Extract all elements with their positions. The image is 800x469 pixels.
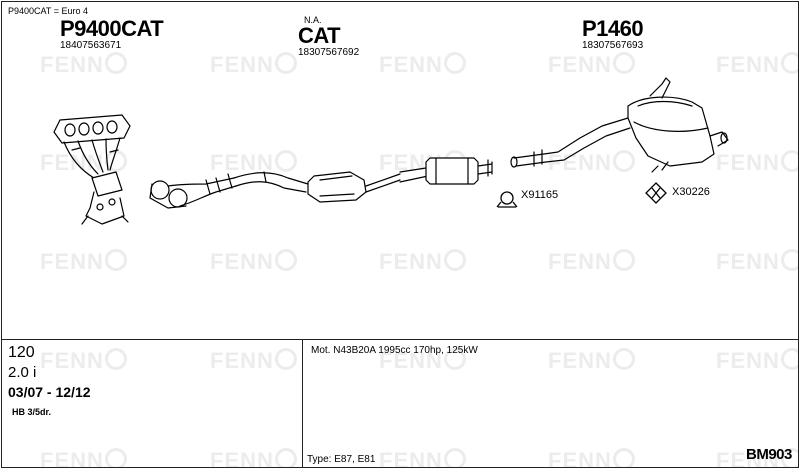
vehicle-engine: 2.0 i xyxy=(8,364,37,381)
info-divider-horizontal xyxy=(2,339,798,340)
exhaust-manifold-part[interactable] xyxy=(53,114,131,225)
part-number-cat[interactable]: CAT xyxy=(298,23,341,48)
watermark-logo: FENN xyxy=(210,249,297,275)
vehicle-years: 03/07 - 12/12 xyxy=(8,384,91,400)
watermark-logo: FENN xyxy=(379,448,466,467)
watermark-logo: FENN xyxy=(210,150,297,176)
watermark-logo: FENN xyxy=(548,249,635,275)
part-number-rear[interactable]: P1460 xyxy=(582,16,644,41)
watermark-logo: FENN xyxy=(716,150,798,176)
watermark-logo: FENN xyxy=(548,150,635,176)
oe-ref-rear: 18307567693 xyxy=(582,40,644,51)
euro-norm-note: P9400CAT = Euro 4 xyxy=(8,6,88,16)
watermark-logo: FENN xyxy=(210,448,297,467)
rear-silencer-part[interactable] xyxy=(510,77,729,173)
diagram-code: BM903 xyxy=(746,446,792,463)
part-number-manifold[interactable]: P9400CAT xyxy=(60,16,164,41)
watermark-logo: FENN xyxy=(210,52,297,78)
watermark-logo: FENN xyxy=(548,348,635,374)
part-subtitle-cat: N.A. xyxy=(304,15,322,25)
front-pipe-part[interactable] xyxy=(149,171,309,209)
watermark-logo: FENN xyxy=(379,348,466,374)
middle-silencer-part[interactable] xyxy=(425,157,493,185)
motor-details: Mot. N43B20A 1995cc 170hp, 125kW xyxy=(311,345,478,356)
accessory-code-mounting-kit[interactable]: X30226 xyxy=(672,186,710,198)
watermark-logo: FENN xyxy=(716,448,798,467)
watermark-logo: FENN xyxy=(379,52,466,78)
watermark-logo: FENN xyxy=(716,348,798,374)
watermark-logo: FENN xyxy=(210,348,297,374)
catalytic-converter-part[interactable] xyxy=(307,167,429,203)
vehicle-type: Type: E87, E81 xyxy=(307,454,376,465)
mounting-kit-icon xyxy=(645,182,667,204)
clamp-icon xyxy=(496,191,518,208)
watermark-logo: FENN xyxy=(548,448,635,467)
accessory-code-clamp[interactable]: X91165 xyxy=(521,189,559,201)
watermark-logo: FENN xyxy=(40,448,127,467)
watermark-logo: FENN xyxy=(548,52,635,78)
watermark-logo: FENN xyxy=(40,249,127,275)
exhaust-system-drawing xyxy=(53,77,729,225)
info-divider-vertical xyxy=(302,339,303,467)
vehicle-body: HB 3/5dr. xyxy=(12,407,52,417)
watermark-logo: FENN xyxy=(716,249,798,275)
watermark-logo: FENN xyxy=(716,52,798,78)
oe-ref-manifold: 18407563671 xyxy=(60,40,122,51)
oe-ref-cat: 18307567692 xyxy=(298,47,360,58)
vehicle-model: 120 xyxy=(8,344,35,361)
watermark-logo: FENN xyxy=(379,249,466,275)
watermark-logo: FENN xyxy=(40,348,127,374)
watermark-logo: FENN xyxy=(40,52,127,78)
